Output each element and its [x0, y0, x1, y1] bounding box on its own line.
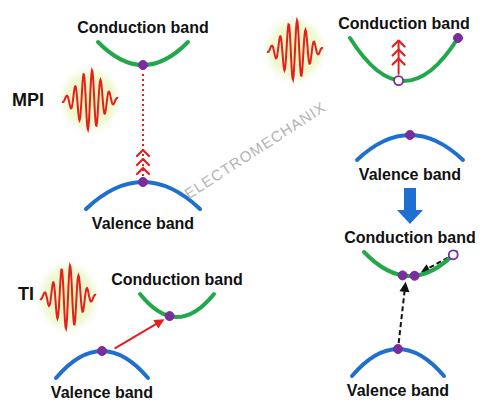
- transition-arrow: [399, 282, 410, 343]
- band-label: Conduction band: [338, 14, 470, 33]
- light-glow: [260, 13, 329, 88]
- photon-chevron: [137, 168, 149, 174]
- conduction-band: Conduction band: [111, 270, 243, 318]
- laser-pulse: [62, 71, 118, 130]
- valence-band: Valence band: [347, 348, 449, 400]
- valence-band: Valence band: [51, 350, 153, 402]
- laser-pulse: [40, 266, 96, 329]
- process-label: MPI: [12, 90, 44, 111]
- process-label: TI: [18, 284, 34, 305]
- photon-chevron: [137, 150, 149, 156]
- transition-arrow: [115, 319, 165, 349]
- band-line: [140, 294, 214, 317]
- hole: [449, 250, 458, 259]
- electron: [454, 34, 463, 43]
- band-label: Valence band: [347, 381, 449, 400]
- absorption-chevron: [393, 59, 405, 65]
- electron: [139, 61, 148, 70]
- electron: [393, 345, 402, 354]
- band-curve: [362, 250, 458, 277]
- arrow-head: [400, 282, 410, 293]
- arrow-head: [153, 319, 164, 328]
- band-line: [350, 38, 458, 81]
- band-label: Conduction band: [344, 228, 476, 247]
- transition-arrow: [137, 71, 149, 176]
- band-curve: [355, 134, 465, 162]
- electron: [406, 131, 415, 140]
- band-label: Valence band: [51, 383, 153, 402]
- arrow-line: [399, 288, 405, 343]
- valence-band: Valence band: [355, 134, 465, 184]
- conduction-band: Conduction band: [344, 228, 476, 277]
- band-curve: [54, 350, 150, 380]
- step-arrow: [397, 188, 423, 224]
- band-curve: [138, 292, 216, 318]
- arrow-line: [115, 322, 160, 348]
- band-curve: [348, 36, 460, 82]
- absorption-chevron: [393, 50, 405, 56]
- light-glow: [55, 63, 124, 138]
- conduction-band: Conduction band: [77, 18, 209, 66]
- absorption-chevron: [393, 41, 405, 47]
- electron: [97, 347, 106, 356]
- band-label: Valence band: [92, 214, 194, 233]
- photon-chevron: [137, 159, 149, 165]
- electron: [139, 178, 148, 187]
- laser-pulse: [267, 21, 323, 80]
- band-label: Conduction band: [77, 18, 209, 37]
- electron: [398, 271, 407, 280]
- band-label: Conduction band: [111, 270, 243, 289]
- electron: [410, 271, 419, 280]
- band-label: Valence band: [359, 165, 461, 184]
- transition-arrow: [397, 188, 423, 224]
- band-curve: [96, 40, 190, 66]
- band-line: [364, 252, 456, 276]
- watermark: ELECTROMECHANIX: [181, 98, 329, 202]
- electron: [165, 312, 174, 321]
- light-glow: [33, 257, 102, 337]
- hole: [394, 76, 403, 85]
- conduction-band: Conduction band: [338, 14, 470, 82]
- band-curve: [350, 348, 446, 378]
